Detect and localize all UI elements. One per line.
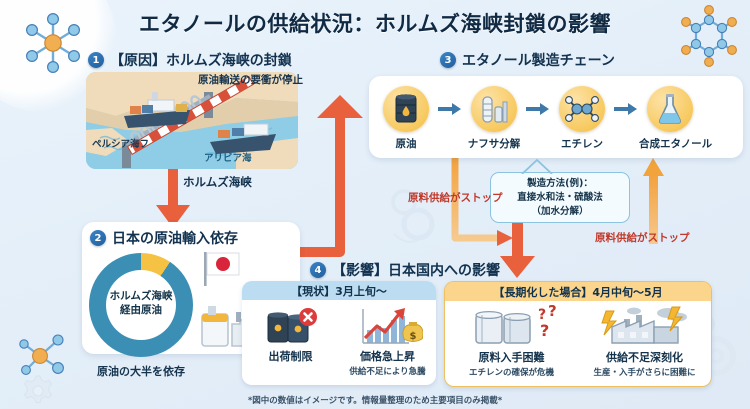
japan-flag-icon <box>204 252 240 286</box>
strait-name-label: ホルムズ海峡 <box>183 175 252 189</box>
oil-drum-icon <box>383 86 429 132</box>
svg-text:?: ? <box>540 321 549 340</box>
stop-label-right: 原料供給がストップ <box>595 232 690 244</box>
panel-header-longterm: 【長期化した場合】4月中旬～5月 <box>445 282 711 301</box>
section2-number: 2 <box>90 230 106 246</box>
map-graphic <box>86 72 298 169</box>
impact-item-title: 原料入手困難 <box>478 351 545 364</box>
impact-item-sub: エチレンの確保が危機 <box>468 368 554 378</box>
cargo-ship-icon <box>210 123 276 154</box>
chain-node-label: エチレン <box>561 138 603 150</box>
cargo-ship-icon <box>124 92 190 128</box>
callout-pointer <box>521 158 553 174</box>
impact-panel-longterm: 【長期化した場合】4月中旬～5月 ? ? ? 原料入手困難 エ <box>444 281 712 387</box>
strait-map-illustration: ペルシア海フ アリビア海 <box>86 72 298 169</box>
chain-node-label: 合成エタノール <box>639 138 713 150</box>
svg-text:?: ? <box>538 307 546 323</box>
impact-item-title: 価格急上昇 <box>360 350 415 363</box>
donut-label-line1: ホルムズ海峡 <box>109 290 173 302</box>
impact-item-price-surge: $ 価格急上昇 供給不足により急騰 <box>339 304 436 377</box>
production-chain: 原油 ナフサ分解 <box>375 86 713 151</box>
page-title: エタノールの供給状況：ホルムズ海峡封鎖の影響 <box>139 12 611 36</box>
callout-line1: 製造方法(例)： <box>527 178 593 189</box>
impact-item-sub: 供給不足により急騰 <box>349 367 426 377</box>
stop-label-left: 原料供給がストップ <box>408 192 503 204</box>
panel-items-current: 出荷制限 <box>242 300 436 377</box>
impact-item-sub: 生産・入手がさらに困難に <box>593 368 696 378</box>
section4-number: 4 <box>310 262 326 278</box>
impact-item-feedstock-shortage: ? ? ? 原料入手困難 エチレンの確保が危機 <box>445 303 578 378</box>
section1-number: 1 <box>88 52 104 68</box>
ethylene-molecule-icon <box>559 86 605 132</box>
svg-text:?: ? <box>548 303 557 320</box>
donut-label-line2: 経由原油 <box>120 304 162 317</box>
arabian-sea-label: アリビア海 <box>204 153 252 164</box>
oil-import-donut-chart <box>89 253 193 357</box>
price-rise-chart-icon: $ <box>339 304 436 346</box>
panel-items-longterm: ? ? ? 原料入手困難 エチレンの確保が危機 <box>445 301 711 378</box>
footer-note: *図中の数値はイメージです。情報量整理のため主要項目のみ掲載* <box>247 396 503 406</box>
section1-heading: 1 【原因】ホルムズ海峡の封鎖 <box>88 50 292 70</box>
chain-node-label: 原油 <box>395 138 417 150</box>
impact-item-supply-crisis: 供給不足深刻化 生産・入手がさらに困難に <box>578 305 711 378</box>
chain-node-label: ナフサ分解 <box>467 138 521 150</box>
section2-caption: 原油の大半を依存 <box>97 365 185 378</box>
chain-arrow <box>437 86 463 132</box>
factory-warning-icon <box>578 305 711 347</box>
panel-header-current: 【現状】3月上旬～ <box>242 281 436 300</box>
chain-node-ethylene: エチレン <box>551 86 613 151</box>
production-method-callout: 製造方法(例)： 直接水和法・硫酸法 （加水分解） <box>490 172 630 224</box>
section3-title: エタノール製造チェーン <box>462 53 615 69</box>
cracking-plant-icon <box>471 86 517 132</box>
arrow-cause-to-dependency <box>156 163 190 228</box>
storage-tanks-question-icon: ? ? ? <box>445 303 578 347</box>
impact-panel-current: 【現状】3月上旬～ <box>242 281 436 385</box>
arrow-feedstock-stop-left <box>451 155 513 246</box>
chain-node-naphtha-cracking: ナフサ分解 <box>463 86 525 151</box>
chain-arrow <box>613 86 639 132</box>
section1-title: 【原因】ホルムズ海峡の封鎖 <box>110 53 292 69</box>
chain-arrow <box>525 86 551 132</box>
section1-caption: 原油輸送の要衝が停止 <box>198 74 303 86</box>
svg-text:$: $ <box>409 331 416 342</box>
persian-gulf-label: ペルシア海フ <box>92 139 150 150</box>
impact-item-shipping-restriction: 出荷制限 <box>242 304 339 377</box>
flask-icon <box>647 86 693 132</box>
section2-title: 日本の原油輸入依存 <box>112 231 238 247</box>
section4-heading: 4 【影響】日本国内への影響 <box>310 260 500 280</box>
arrow-impact-down <box>500 222 535 278</box>
section2-heading: 2 日本の原油輸入依存 <box>90 228 238 248</box>
oil-drums-blocked-icon <box>242 304 339 346</box>
arrow-feedstock-stop-right <box>643 158 664 244</box>
donut-center-label: ホルムズ海峡 経由原油 <box>89 289 193 317</box>
section3-heading: 3 エタノール製造チェーン <box>440 50 615 70</box>
impact-item-title: 出荷制限 <box>268 350 313 363</box>
arrow-dependency-to-chain <box>296 95 363 257</box>
callout-line2: 直接水和法・硫酸法 <box>517 191 603 203</box>
chain-node-synthetic-ethanol: 合成エタノール <box>639 86 713 151</box>
section4-title: 【影響】日本国内への影響 <box>332 263 500 279</box>
section3-number: 3 <box>440 52 456 68</box>
callout-line3: （加水分解） <box>531 205 589 217</box>
chain-node-crude-oil: 原油 <box>375 86 437 151</box>
impact-item-title: 供給不足深刻化 <box>606 351 683 364</box>
